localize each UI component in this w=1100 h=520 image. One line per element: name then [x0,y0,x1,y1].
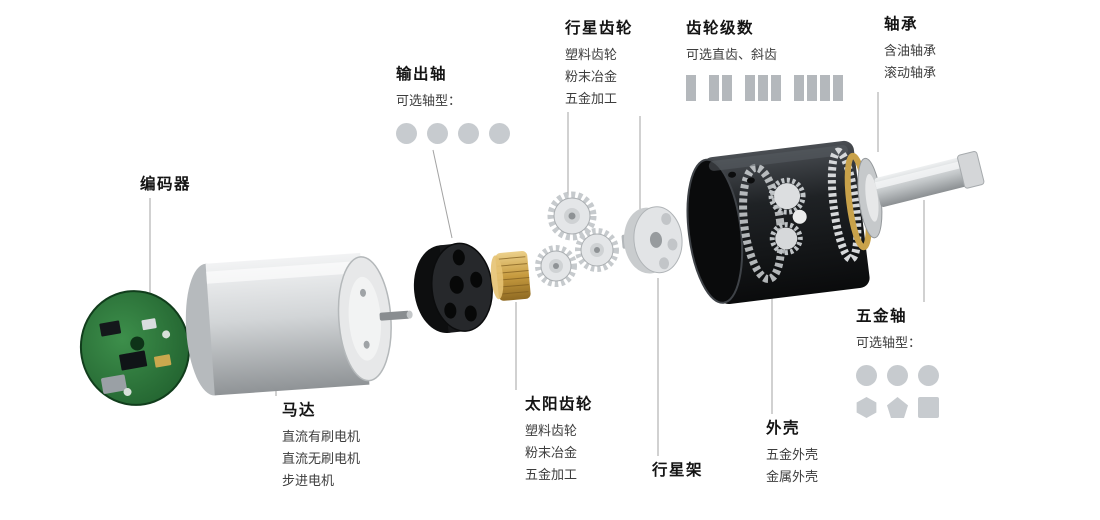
encoder-pcb [79,290,191,406]
gearbox-housing [686,140,883,305]
housing-title: 外壳 [766,419,801,437]
bearing-title: 轴承 [884,15,919,33]
output-shaft-type-icons [396,123,510,144]
gear-stage-3-icon [745,75,781,101]
housing-item: 金属外壳 [766,470,819,485]
label-motor: 马达 直流有刷电机 直流无刷电机 步进电机 [282,398,360,493]
gear-stage-icons [686,75,843,101]
planet-gear-item: 塑料齿轮 [565,48,618,63]
planet-gear-top [547,191,597,241]
label-gear-stages: 齿轮级数 可选直齿、斜齿 [686,16,843,101]
gear-stages-title: 齿轮级数 [686,19,755,37]
shaft-shape-circle-icon [887,365,908,386]
sun-gear-item: 五金加工 [525,468,578,483]
shaft-shape-circle-icon [918,365,939,386]
shaft-shape-circle-icon [856,365,877,386]
metal-shaft-subtitle: 可选轴型： [856,336,922,351]
motor-body [185,252,413,396]
motor-title: 马达 [282,401,317,419]
bearing-item: 滚动轴承 [884,66,937,81]
gear-stage-1-icon [686,75,696,101]
metal-shaft-type-icons-row1 [856,365,939,386]
metal-shaft-type-icons-row2 [856,397,939,418]
motor-item: 直流有刷电机 [282,430,361,445]
sun-gear-title: 太阳齿轮 [525,395,594,413]
metal-output-shaft [874,151,985,207]
planet-gear-right [575,228,619,272]
gear-stage-4-icon [794,75,843,101]
encoder-title: 编码器 [140,175,192,193]
sun-gear-brass [490,251,531,301]
planet-gear-left [535,245,577,287]
motor-item: 步进电机 [282,474,335,489]
motor-item: 直流无刷电机 [282,452,361,467]
shaft-shape-square-icon [918,397,939,418]
output-shaft-subtitle: 可选轴型： [396,94,462,109]
output-shaft-title: 输出轴 [396,65,448,83]
output-shaft-callout-line [432,149,453,239]
sun-gear-item: 塑料齿轮 [525,424,578,439]
label-housing: 外壳 五金外壳 金属外壳 [766,416,818,489]
gear-stage-2-icon [709,75,732,101]
shaft-type-circle-icon [427,123,448,144]
sun-gear-item: 粉末冶金 [525,446,578,461]
label-encoder: 编码器 [140,172,191,201]
shaft-shape-hexagon-icon [856,397,877,418]
gear-stages-subtitle: 可选直齿、斜齿 [686,48,778,63]
planet-gear-item: 五金加工 [565,92,618,107]
housing-item: 五金外壳 [766,448,819,463]
planet-gear-item: 粉末冶金 [565,70,618,85]
output-flange-disc [413,242,493,334]
planet-carrier-disc [621,206,683,274]
label-metal-shaft: 五金轴 可选轴型： [856,304,939,418]
label-sun-gear: 太阳齿轮 塑料齿轮 粉末冶金 五金加工 [525,392,593,487]
metal-shaft-title: 五金轴 [856,307,908,325]
shaft-shape-pentagon-icon [887,397,908,418]
bearing-item: 含油轴承 [884,44,937,59]
planet-gear-title: 行星齿轮 [565,19,634,37]
label-bearing: 轴承 含油轴承 滚动轴承 [884,12,936,85]
shaft-type-circle-icon [396,123,417,144]
label-planet-carrier: 行星架 [652,458,703,487]
label-planet-gear: 行星齿轮 塑料齿轮 粉末冶金 五金加工 [565,16,633,111]
planet-carrier-title: 行星架 [652,461,704,479]
shaft-type-circle-icon [489,123,510,144]
shaft-type-circle-icon [458,123,479,144]
label-output-shaft: 输出轴 可选轴型： [396,62,510,144]
